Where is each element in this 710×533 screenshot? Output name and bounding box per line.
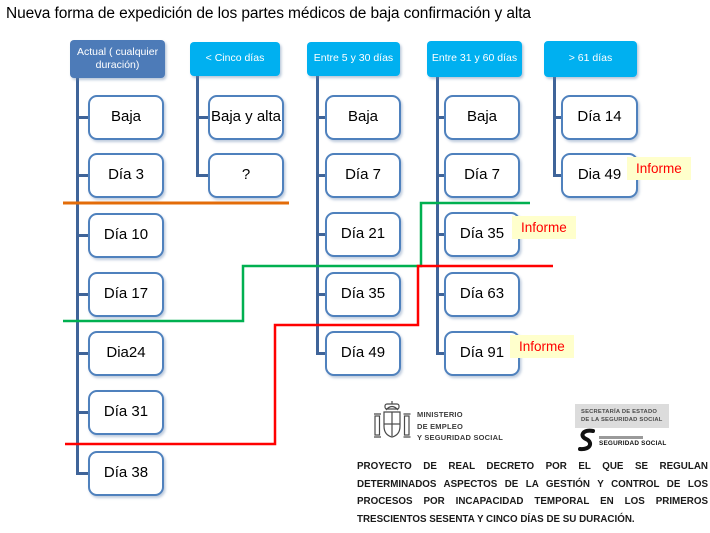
connector-stub — [436, 174, 449, 177]
node-label: Día 35 — [459, 225, 505, 243]
node-dia-49-col3: Día 49 — [325, 331, 401, 376]
node-dia-35-col3: Día 35 — [325, 272, 401, 317]
seguridad-social-label: SEGURIDAD SOCIAL — [599, 440, 667, 447]
secretaria-line: SECRETARÍA DE ESTADO — [581, 409, 658, 415]
connector-vline-col2 — [196, 76, 199, 177]
informe-tag-dia-91: Informe — [510, 335, 574, 358]
node-dia-24: Dia24 — [88, 331, 164, 376]
node-label: ? — [241, 166, 251, 184]
node-dia-7-col3: Día 7 — [325, 153, 401, 198]
connector-stub — [76, 174, 89, 177]
node-dia-7-col4: Día 7 — [444, 153, 520, 198]
informe-tag-dia-49: Informe — [627, 157, 691, 180]
connector-stub — [76, 472, 89, 475]
slide-title: Nueva forma de expedición de los partes … — [6, 5, 531, 22]
node-baja-y-alta: Baja y alta — [208, 95, 284, 140]
node-label: Día 7 — [464, 166, 500, 184]
seguridad-social-s-icon — [578, 428, 595, 452]
connector-stub — [196, 116, 209, 119]
node-dia-38: Día 38 — [88, 451, 164, 496]
column-header-5-30-dias: Entre 5 y 30 días — [307, 42, 400, 76]
node-label: Dia24 — [106, 344, 146, 362]
column-header-61-dias-label: > 61 días — [568, 52, 613, 65]
column-header-31-60-dias-label: Entre 31 y 60 días — [431, 52, 518, 65]
node-dia-31: Día 31 — [88, 390, 164, 435]
node-label: Día 7 — [345, 166, 381, 184]
node-dia-17: Día 17 — [88, 272, 164, 317]
connector-stub — [436, 116, 449, 119]
node-label: Baja — [466, 108, 498, 126]
column-header-cinco-dias-label: < Cinco días — [205, 52, 265, 65]
node-label: Día 21 — [340, 225, 386, 243]
node-label: Día 31 — [103, 403, 149, 421]
column-header-61-dias: > 61 días — [544, 41, 637, 77]
column-header-5-30-dias-label: Entre 5 y 30 días — [313, 52, 394, 65]
secretaria-line: DE LA SEGURIDAD SOCIAL — [581, 417, 663, 424]
connector-stub — [553, 116, 566, 119]
connector-stub — [316, 174, 329, 177]
node-baja-col3: Baja — [325, 95, 401, 140]
node-label: Día 10 — [103, 226, 149, 244]
column-header-cinco-dias: < Cinco días — [190, 42, 280, 76]
node-label: Día 49 — [340, 344, 386, 362]
node-dia-14: Día 14 — [561, 95, 638, 140]
node-baja-col4: Baja — [444, 95, 520, 140]
spain-coat-of-arms-icon — [374, 401, 411, 438]
ministry-label: MINISTERIO DE EMPLEO Y SEGURIDAD SOCIAL — [417, 409, 503, 444]
node-dia-91: Día 91 — [444, 331, 520, 376]
node-dia-63: Día 63 — [444, 272, 520, 317]
ministry-line: DE EMPLEO — [417, 421, 463, 431]
node-dia-10: Día 10 — [88, 213, 164, 258]
connector-stub — [316, 116, 329, 119]
informe-tag-dia-35: Informe — [512, 216, 576, 239]
secretaria-estado-label: SECRETARÍA DE ESTADO DE LA SEGURIDAD SOC… — [575, 404, 669, 429]
ministry-line: Y SEGURIDAD SOCIAL — [417, 433, 503, 443]
decree-paragraph: PROYECTO DE REAL DECRETO POR EL QUE SE R… — [357, 461, 708, 525]
node-label: Baja — [110, 108, 142, 126]
node-label: Día 17 — [103, 285, 149, 303]
column-header-actual-label: Actual ( cualquier duración) — [76, 45, 159, 71]
node-baja-col1: Baja — [88, 95, 164, 140]
node-label: Día 35 — [340, 285, 386, 303]
connector-stub — [196, 174, 209, 177]
node-label: Día 14 — [577, 108, 622, 126]
seguridad-social-logo: SEGURIDAD SOCIAL — [576, 428, 666, 452]
node-dia-35-col4: Día 35 — [444, 212, 520, 257]
node-label: Día 38 — [103, 464, 149, 482]
connector-stub — [553, 174, 566, 177]
instituto-nacional-microtext-bar — [599, 436, 643, 439]
column-header-actual: Actual ( cualquier duración) — [70, 40, 165, 78]
node-dia-21: Día 21 — [325, 212, 401, 257]
ministry-line: MINISTERIO — [417, 410, 463, 419]
node-label: Baja — [347, 108, 379, 126]
column-header-31-60-dias: Entre 31 y 60 días — [427, 41, 522, 77]
seguridad-social-text: SEGURIDAD SOCIAL — [599, 436, 666, 447]
node-label: Baja y alta — [210, 108, 282, 126]
connector-stub — [76, 116, 89, 119]
connector-vline-col1 — [76, 78, 79, 475]
node-label: Dia 49 — [577, 166, 622, 184]
node-label: Día 91 — [459, 344, 505, 362]
node-label: Día 3 — [108, 166, 144, 184]
node-question-mark: ? — [208, 153, 284, 198]
connector-vline-col5 — [553, 77, 556, 177]
node-dia-3: Día 3 — [88, 153, 164, 198]
node-label: Día 63 — [459, 285, 505, 303]
